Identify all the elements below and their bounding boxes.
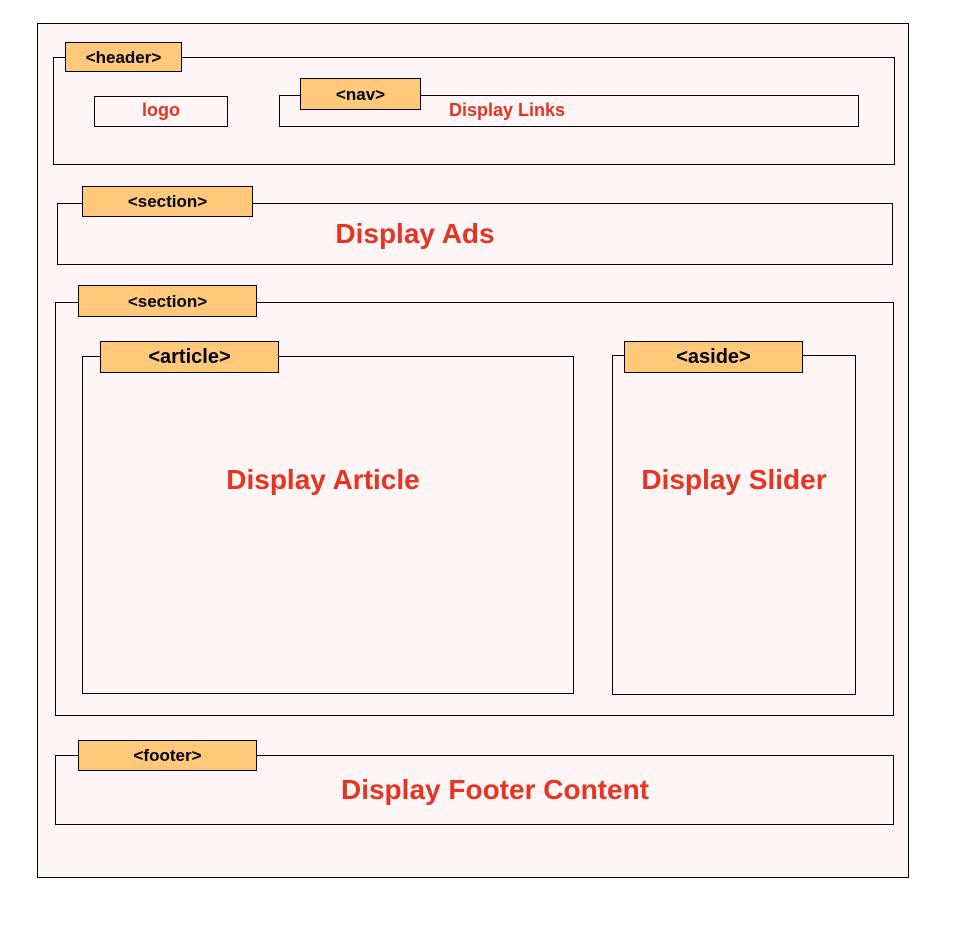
aside-box	[612, 355, 856, 695]
logo-label: logo	[142, 100, 180, 120]
header-tag: <header>	[65, 42, 182, 72]
article-tag: <article>	[100, 341, 279, 373]
article-box	[82, 356, 574, 694]
logo-box	[94, 96, 228, 127]
header-box	[53, 57, 895, 165]
nav-links-label: Display Links	[448, 100, 566, 120]
ads-section-tag: <section>	[82, 186, 253, 217]
nav-box	[279, 95, 859, 127]
aside-label: Display Slider	[641, 464, 827, 495]
aside-tag: <aside>	[624, 341, 803, 373]
page-frame	[37, 23, 909, 878]
main-section-box	[55, 302, 894, 716]
main-section-tag: <section>	[78, 285, 257, 317]
nav-tag: <nav>	[300, 78, 421, 110]
ads-label: Display Ads	[335, 218, 495, 249]
footer-box	[55, 755, 894, 825]
ads-section-box	[57, 203, 893, 265]
footer-label: Display Footer Content	[340, 774, 649, 805]
footer-tag: <footer>	[78, 740, 257, 771]
article-label: Display Article	[226, 464, 420, 495]
